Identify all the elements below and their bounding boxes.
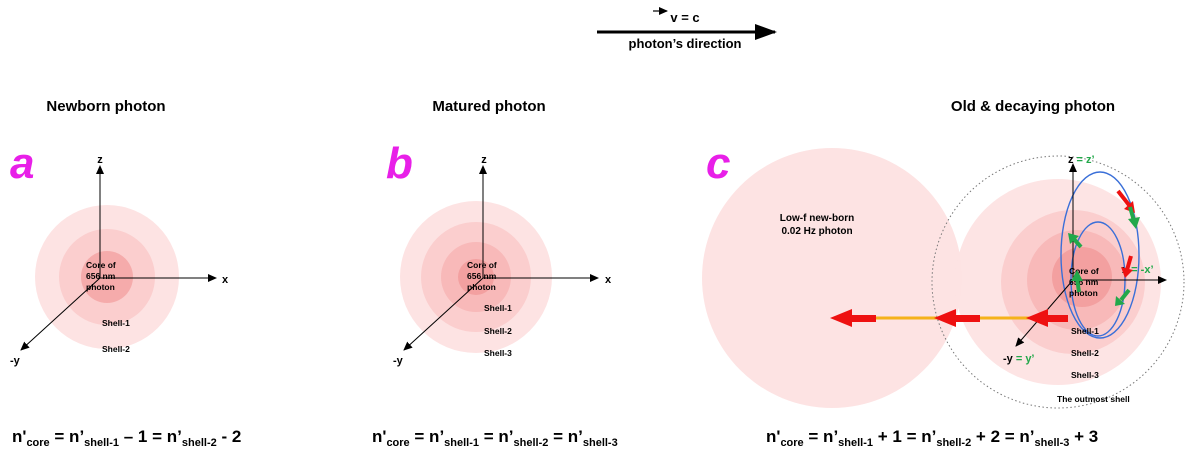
- formula-text: n': [12, 427, 26, 446]
- core-line-2: 656 nm: [86, 271, 116, 281]
- core-line-1: Core of: [86, 260, 116, 270]
- formula-c: n'core = n’shell-1 + 1 = n’shell-2 + 2 =…: [766, 427, 1098, 449]
- formula-text: + 2 = n’: [971, 427, 1034, 446]
- emission-arrow-2: [934, 309, 980, 327]
- core-line-3: photon: [1069, 288, 1098, 298]
- inner-orbit: [1070, 221, 1126, 337]
- formula-a: n'core = n’shell-1 – 1 = n’shell-2 - 2: [12, 427, 241, 449]
- direction-indicator: v = c photon’s direction: [597, 7, 777, 51]
- low-f-line-2: 0.02 Hz photon: [781, 226, 852, 237]
- shell-1-label: Shell-1: [102, 318, 130, 328]
- shell-2-label: Shell-2: [484, 326, 512, 336]
- shell-2-label: Shell-2: [102, 344, 130, 354]
- green-flow-arrow-2: [1068, 233, 1083, 249]
- formula-subscript: shell-1: [84, 437, 119, 449]
- formula-text: + 1 = n’: [873, 427, 936, 446]
- panel-a-title: Newborn photon: [46, 98, 165, 115]
- formula-text: n': [372, 427, 386, 446]
- z-label: z: [481, 154, 487, 166]
- panel-a: z x -y Core of 656 nm photon Shell-1 She…: [10, 154, 229, 367]
- formula-text: = n’: [804, 427, 838, 446]
- core-line-1: Core of: [467, 260, 497, 270]
- x-label: x: [222, 274, 229, 286]
- emission-arrow-3: [1026, 309, 1068, 327]
- x-label: x: [605, 274, 612, 286]
- green-flow-arrow-1: [1128, 206, 1140, 229]
- core-circle: [81, 251, 133, 303]
- formula-text: n': [766, 427, 780, 446]
- core-line-3: photon: [467, 282, 496, 292]
- y-axis: [20, 277, 101, 351]
- y-axis: [403, 277, 484, 351]
- velocity-label: v = c: [670, 10, 699, 25]
- panel-c-letter: c: [706, 139, 730, 188]
- shell-2-label: Shell-2: [1071, 348, 1099, 358]
- formula-text: = n’: [479, 427, 513, 446]
- y-label: -y: [10, 355, 21, 367]
- panel-b-letter: b: [386, 139, 413, 188]
- core-line-2: 656 nm: [467, 271, 497, 281]
- formula-subscript: shell-1: [838, 437, 873, 449]
- formula-text: – 1 = n’: [119, 427, 182, 446]
- formula-subscript: core: [386, 437, 409, 449]
- green-flow-arrow-4: [1115, 288, 1131, 306]
- direction-label: photon’s direction: [629, 36, 742, 51]
- green-flow-arrow-3: [1071, 270, 1083, 293]
- low-f-line-1: Low-f new-born: [780, 213, 854, 224]
- core-line-2: 656 nm: [1069, 277, 1099, 287]
- z-label: z: [97, 154, 103, 166]
- formula-subscript: shell-2: [514, 437, 549, 449]
- y-label: -y = y’: [1003, 353, 1035, 365]
- formula-text: - 2: [217, 427, 242, 446]
- outmost-shell-label: The outmost shell: [1057, 394, 1130, 404]
- formula-text: + 3: [1069, 427, 1098, 446]
- panel-c: Low-f new-born 0.02 Hz photon z = z’ x =…: [702, 148, 1185, 409]
- y-label: -y: [393, 355, 404, 367]
- formula-text: = n’: [548, 427, 582, 446]
- panel-b: z x -y Core of 656 nm photon Shell-1 She…: [393, 154, 612, 367]
- formula-subscript: shell-3: [1035, 437, 1070, 449]
- core-circle: [1052, 247, 1112, 307]
- formula-text: = n’: [410, 427, 444, 446]
- formula-subscript: shell-1: [444, 437, 479, 449]
- core-line-3: photon: [86, 282, 115, 292]
- formula-subscript: core: [780, 437, 803, 449]
- formula-subscript: core: [26, 437, 49, 449]
- shell-1-label: Shell-1: [484, 303, 512, 313]
- shell-3-label: Shell-3: [484, 348, 512, 358]
- formula-subscript: shell-2: [182, 437, 217, 449]
- panel-b-title: Matured photon: [432, 98, 545, 115]
- core-circle: [458, 259, 494, 295]
- formula-b: n'core = n’shell-1 = n’shell-2 = n’shell…: [372, 427, 618, 449]
- shell-3-label: Shell-3: [1071, 370, 1099, 380]
- low-f-photon-circle: [702, 148, 962, 408]
- shell-1-label: Shell-1: [1071, 326, 1099, 336]
- emission-arrow-1: [830, 309, 876, 327]
- panel-c-title: Old & decaying photon: [951, 98, 1115, 115]
- z-label: z = z’: [1068, 154, 1095, 166]
- outmost-shell-boundary: [931, 155, 1185, 409]
- core-line-1: Core of: [1069, 266, 1099, 276]
- formula-subscript: shell-2: [936, 437, 971, 449]
- outer-orbit: [1060, 171, 1140, 339]
- formula-text: = n’: [50, 427, 84, 446]
- panel-a-letter: a: [10, 139, 34, 188]
- red-flow-arrow-2: [1121, 255, 1133, 278]
- formula-subscript: shell-3: [583, 437, 618, 449]
